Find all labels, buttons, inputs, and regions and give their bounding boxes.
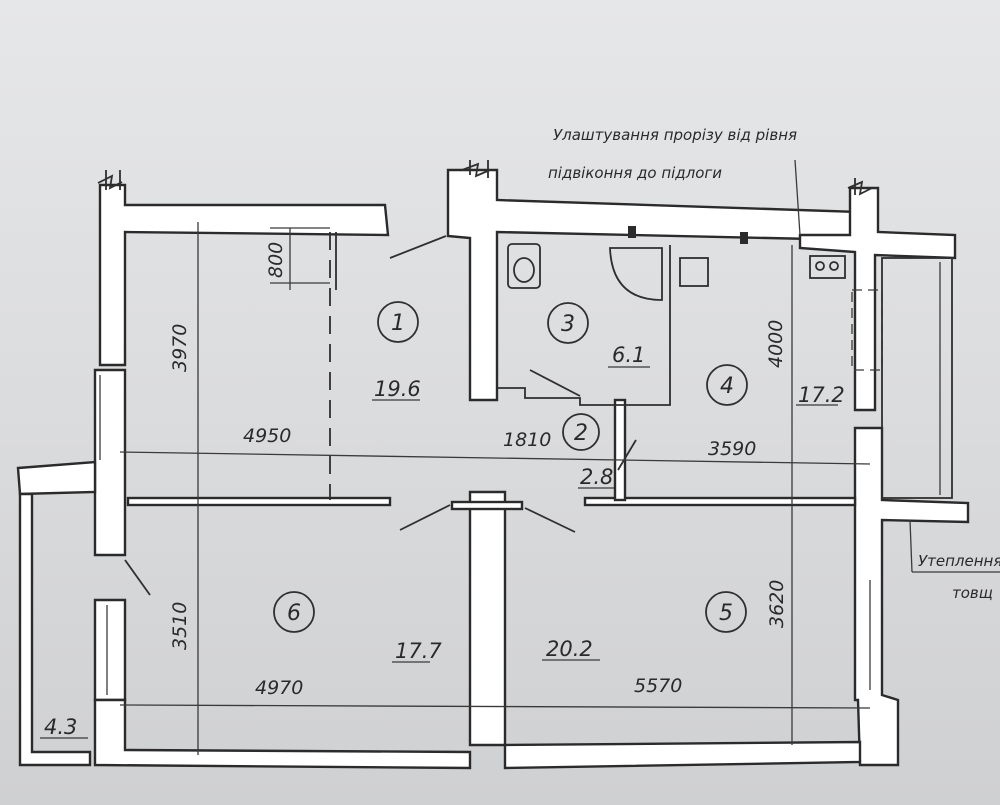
room-circle bbox=[273, 591, 315, 633]
partition-4-5 bbox=[583, 496, 857, 507]
partition-2-4 bbox=[613, 398, 627, 502]
sink-icon bbox=[679, 257, 709, 287]
leader-line bbox=[909, 519, 913, 573]
burner-icon bbox=[829, 261, 839, 271]
left-wall-mid bbox=[93, 368, 127, 557]
partition-door-6-5 bbox=[450, 500, 524, 511]
bathroom-wall bbox=[497, 245, 671, 406]
door-6 bbox=[399, 504, 451, 531]
door-6-side bbox=[124, 559, 151, 596]
opening-note-line2: підвіконня до підлоги bbox=[548, 164, 722, 182]
toilet-bowl-icon bbox=[513, 257, 535, 283]
break-mark bbox=[847, 178, 873, 196]
riser-icon bbox=[628, 226, 636, 238]
left-wall-lower bbox=[93, 598, 127, 702]
shower-icon bbox=[609, 247, 663, 301]
opening-note-line1: Улаштування прорізу від рівня bbox=[553, 126, 797, 144]
room-area: 17.7 bbox=[395, 639, 442, 663]
right-wall-lower bbox=[853, 426, 970, 767]
room-circle bbox=[706, 364, 748, 406]
dim-line bbox=[119, 704, 871, 709]
break-marks bbox=[97, 160, 873, 196]
room-area: 6.1 bbox=[612, 343, 645, 367]
room-number: 5 bbox=[719, 601, 733, 626]
room-circle bbox=[377, 301, 419, 343]
room-number: 2 bbox=[574, 421, 588, 446]
room-number: 1 bbox=[391, 311, 405, 336]
riser-icon bbox=[740, 232, 748, 244]
partition-1-6 bbox=[126, 496, 392, 507]
dim-4000: 4000 bbox=[765, 320, 787, 368]
bottom-wall bbox=[93, 698, 472, 770]
balcony-frame bbox=[18, 492, 92, 767]
room-circle bbox=[547, 302, 589, 344]
break-mark bbox=[461, 160, 491, 178]
dim-line bbox=[119, 451, 871, 465]
dim-3970: 3970 bbox=[169, 324, 191, 372]
left-bump bbox=[16, 460, 97, 496]
burner-icon bbox=[815, 261, 825, 271]
doors bbox=[124, 235, 637, 596]
leader-line bbox=[794, 159, 801, 236]
dim-4970: 4970 bbox=[255, 677, 303, 699]
partitions bbox=[126, 232, 857, 511]
dim-4950: 4950 bbox=[243, 425, 291, 447]
room-circle bbox=[562, 413, 600, 451]
stove-icon bbox=[809, 255, 846, 279]
bottom-wall-right bbox=[503, 740, 862, 770]
dim-3620: 3620 bbox=[766, 580, 788, 628]
dim-800: 800 bbox=[265, 242, 287, 278]
room-area: 2.8 bbox=[580, 465, 613, 489]
room-area: 17.2 bbox=[798, 383, 845, 407]
dim-5570: 5570 bbox=[634, 675, 682, 697]
room-circle bbox=[705, 591, 747, 633]
top-wall-mid bbox=[446, 168, 862, 402]
door-1 bbox=[389, 235, 447, 259]
top-wall-left bbox=[98, 183, 390, 367]
room-number: 4 bbox=[720, 374, 734, 399]
fixtures bbox=[99, 226, 953, 695]
room-area: 20.2 bbox=[546, 637, 593, 661]
dim-3590: 3590 bbox=[708, 438, 756, 460]
door-5 bbox=[524, 507, 576, 533]
room-circles bbox=[273, 301, 748, 633]
dimension-lines bbox=[119, 159, 1000, 755]
room-area: 19.6 bbox=[374, 377, 421, 401]
room-number: 6 bbox=[287, 601, 301, 626]
door-3 bbox=[529, 369, 581, 397]
break-mark bbox=[97, 170, 123, 190]
dim-1810: 1810 bbox=[503, 429, 551, 451]
insulation-note-line1: Утеплення bbox=[918, 552, 1000, 570]
toilet-icon bbox=[507, 243, 541, 289]
loggia-frame bbox=[881, 257, 953, 499]
insulation-note-line2: товщ bbox=[952, 584, 993, 602]
dim-3510: 3510 bbox=[169, 602, 191, 650]
balcony-area: 4.3 bbox=[44, 715, 77, 739]
walls bbox=[16, 168, 970, 770]
area-underlines bbox=[40, 366, 838, 739]
door-2 bbox=[617, 439, 637, 471]
room-number: 3 bbox=[561, 312, 575, 337]
